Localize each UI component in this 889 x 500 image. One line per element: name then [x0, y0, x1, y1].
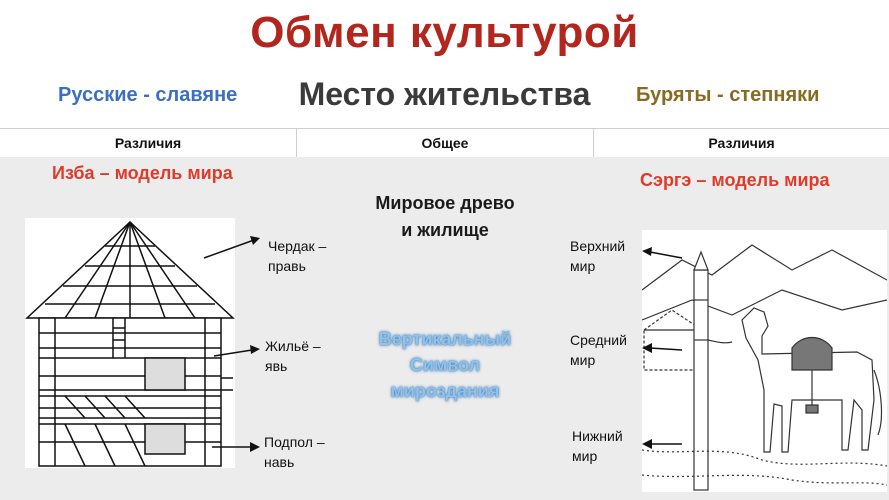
arrow-cellar	[212, 442, 260, 452]
level-living-line2: явь	[265, 358, 288, 374]
level-cellar-line2: навь	[264, 454, 295, 470]
world-tree-line1: Мировое древо	[375, 193, 515, 213]
column-differences-left: Различия	[0, 129, 297, 157]
residence-heading: Место жительства	[298, 76, 591, 112]
arrow-attic	[203, 236, 260, 259]
vertical-symbol-text: Вертикальный Символ мироздания	[340, 326, 550, 404]
world-lower: Нижний мир	[572, 426, 623, 466]
level-cellar: Подпол – навь	[264, 432, 325, 472]
world-upper-line2: мир	[570, 258, 596, 274]
world-middle-line2: мир	[570, 352, 596, 368]
world-middle-line1: Средний	[570, 332, 627, 348]
world-lower-line1: Нижний	[572, 428, 623, 444]
izba-illustration	[25, 220, 235, 467]
serge-drawing	[641, 230, 888, 492]
level-attic-line2: правь	[268, 258, 306, 274]
world-upper: Верхний мир	[570, 236, 625, 276]
izba-model-label: Изба – модель мира	[52, 163, 233, 183]
level-cellar-line1: Подпол –	[264, 434, 325, 450]
column-common: Общее	[297, 129, 594, 157]
arrow-lower-world	[642, 439, 682, 449]
world-middle: Средний мир	[570, 330, 627, 370]
serge-model-label: Сэргэ – модель мира	[640, 170, 830, 190]
column-differences-right: Различия	[708, 135, 775, 151]
arrow-middle-world	[642, 343, 683, 353]
symbol-line3: мироздания	[390, 381, 500, 401]
symbol-line2: Символ	[409, 355, 481, 375]
level-attic: Чердак – правь	[268, 236, 326, 276]
arrow-upper-world	[642, 247, 683, 259]
level-living-line1: Жильё –	[265, 338, 321, 354]
world-tree-question: Мировое древо и жилище	[340, 190, 550, 244]
serge-illustration	[641, 244, 888, 491]
world-tree-line2: и жилище	[401, 220, 489, 240]
world-lower-line2: мир	[572, 448, 598, 464]
arrow-living	[213, 345, 260, 357]
buryats-heading: Буряты - степняки	[636, 84, 820, 106]
comparison-table-header: Различия Общее Различия	[0, 128, 889, 158]
izba-drawing	[25, 218, 235, 468]
level-attic-line1: Чердак –	[268, 238, 327, 254]
level-living: Жильё – явь	[265, 336, 321, 376]
symbol-line1: Вертикальный	[378, 329, 512, 349]
world-upper-line1: Верхний	[570, 238, 626, 254]
slide-title: Обмен культурой	[250, 8, 639, 57]
russians-heading: Русские - славяне	[58, 84, 238, 106]
